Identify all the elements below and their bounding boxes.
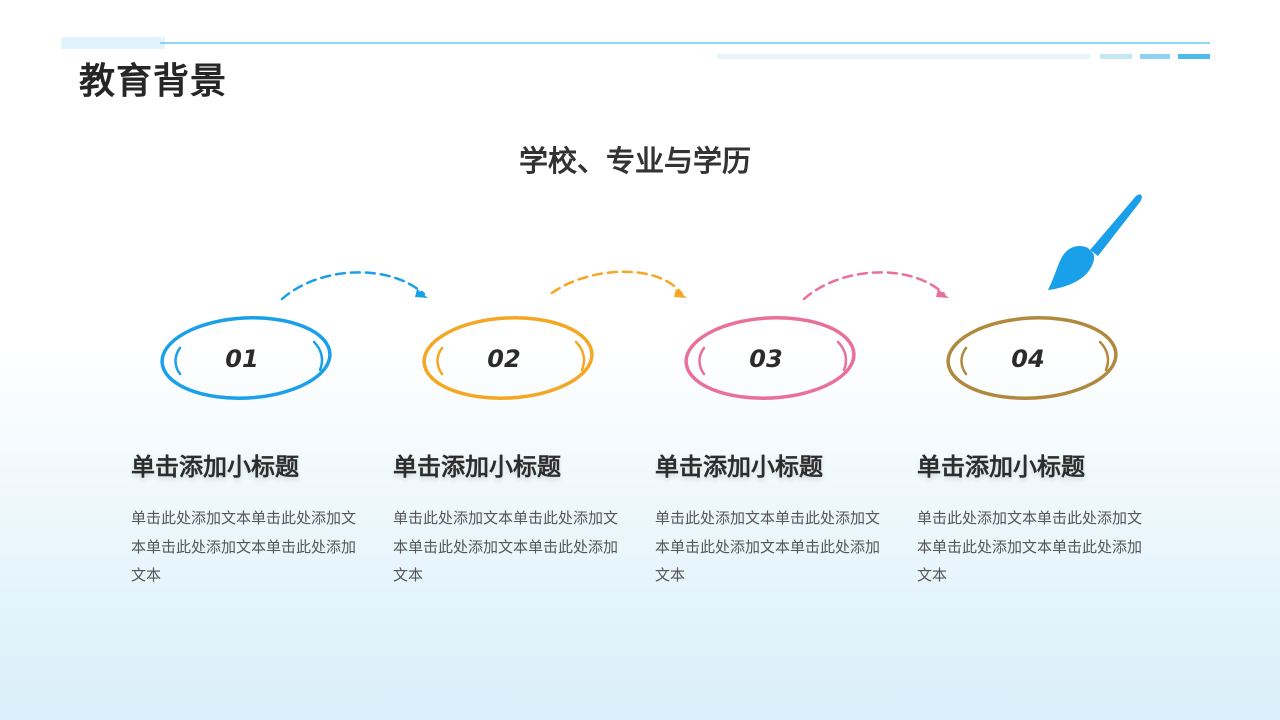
hand-drawn-ellipse-1	[160, 316, 332, 400]
step-title-2[interactable]: 单击添加小标题	[393, 453, 561, 481]
header-lines	[61, 37, 1210, 59]
step-title-1[interactable]: 单击添加小标题	[131, 453, 299, 481]
step-body-1[interactable]: 单击此处添加文本单击此处添加文本单击此处添加文本单击此处添加文本	[131, 509, 357, 584]
step-card-4: 04 单击添加小标题 单击此处添加文本单击此处添加文本单击此处添加文本单击此处添…	[916, 260, 1176, 600]
step-body-2[interactable]: 单击此处添加文本单击此处添加文本单击此处添加文本单击此处添加文本	[393, 509, 619, 584]
step-body-4[interactable]: 单击此处添加文本单击此处添加文本单击此处添加文本单击此处添加文本	[917, 509, 1143, 584]
step-card-1: 01 单击添加小标题 单击此处添加文本单击此处添加文本单击此处添加文本单击此处添…	[130, 260, 390, 600]
dashed-curved-arrow-icon	[280, 271, 428, 301]
hand-drawn-ellipse-3	[684, 316, 856, 400]
step-body-3[interactable]: 单击此处添加文本单击此处添加文本单击此处添加文本单击此处添加文本	[655, 509, 881, 584]
step-card-2: 02 单击添加小标题 单击此处添加文本单击此处添加文本单击此处添加文本单击此处添…	[392, 260, 652, 600]
hand-drawn-ellipse-4	[946, 316, 1118, 400]
step-card-3: 03 单击添加小标题 单击此处添加文本单击此处添加文本单击此处添加文本单击此处添…	[654, 260, 914, 600]
dashed-curved-arrow-icon	[550, 270, 687, 298]
page-title: 教育背景	[79, 61, 228, 102]
step-number-2: 02	[487, 345, 521, 373]
hand-drawn-ellipse-2	[422, 316, 594, 400]
step-title-3[interactable]: 单击添加小标题	[655, 453, 823, 481]
step-title-4[interactable]: 单击添加小标题	[917, 453, 1085, 481]
step-number-1: 01	[225, 345, 259, 373]
paintbrush-icon	[1040, 190, 1150, 295]
dashed-curved-arrow-icon	[802, 271, 949, 301]
step-number-4: 04	[1011, 345, 1045, 373]
header-decoration	[0, 0, 1280, 70]
section-subtitle: 学校、专业与学历	[518, 144, 751, 178]
step-number-3: 03	[749, 345, 783, 373]
